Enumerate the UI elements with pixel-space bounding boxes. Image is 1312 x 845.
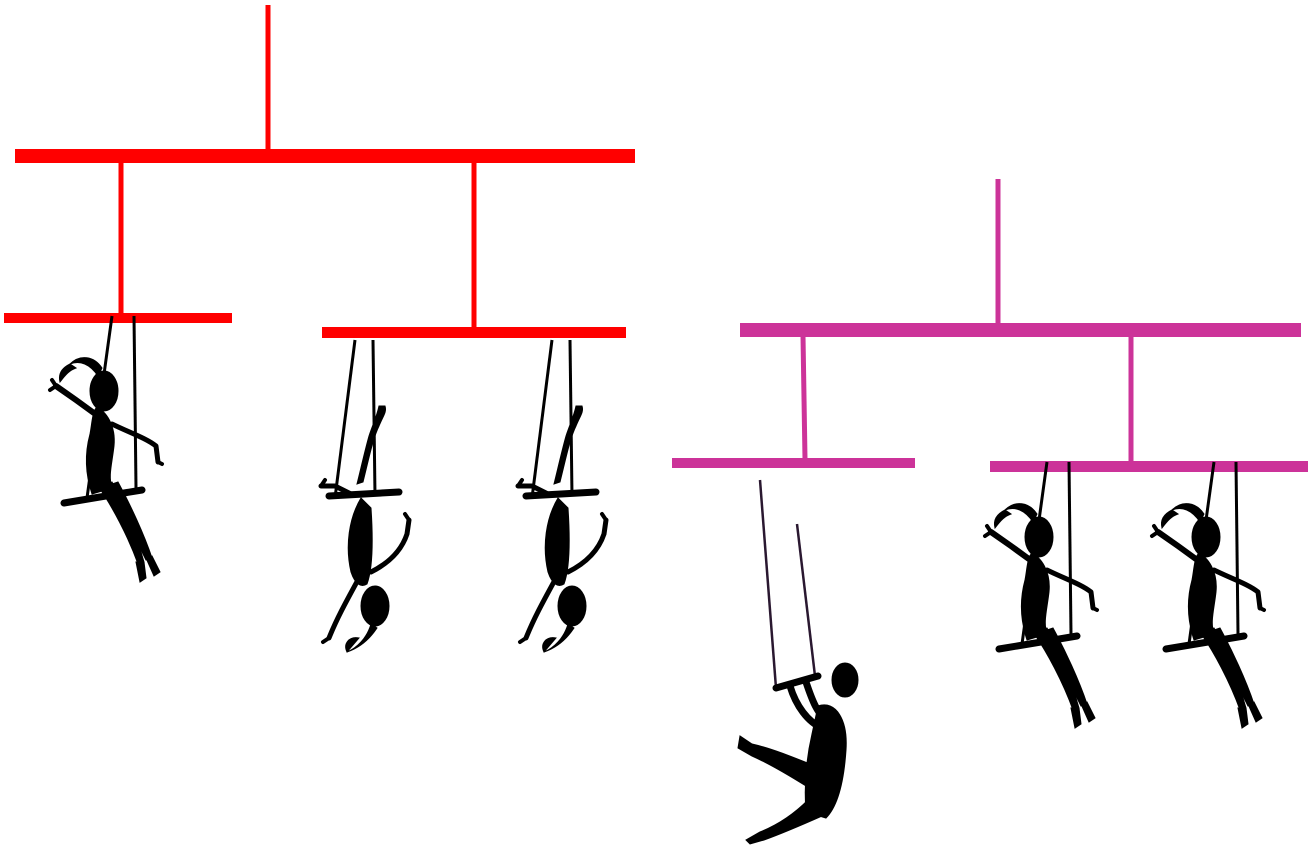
lower-left-rod: [4, 313, 232, 323]
left-drop-wire: [803, 336, 805, 459]
top-rod: [15, 149, 635, 163]
trapeze-artist-hanging: [738, 480, 858, 844]
lower-right-rod: [990, 461, 1308, 472]
lower-left-rod: [672, 458, 915, 468]
trapeze-artist-sitting: [985, 462, 1097, 728]
lower-right-rod: [322, 327, 626, 338]
top-rod: [740, 323, 1301, 337]
trapeze-artist-sitting: [50, 316, 162, 582]
left-mobile: [4, 5, 635, 652]
right-mobile: [672, 179, 1308, 844]
trapeze-artist-upside-down: [321, 340, 409, 652]
trapeze-artist-sitting: [1152, 462, 1264, 728]
trapeze-artist-upside-down: [518, 340, 606, 652]
